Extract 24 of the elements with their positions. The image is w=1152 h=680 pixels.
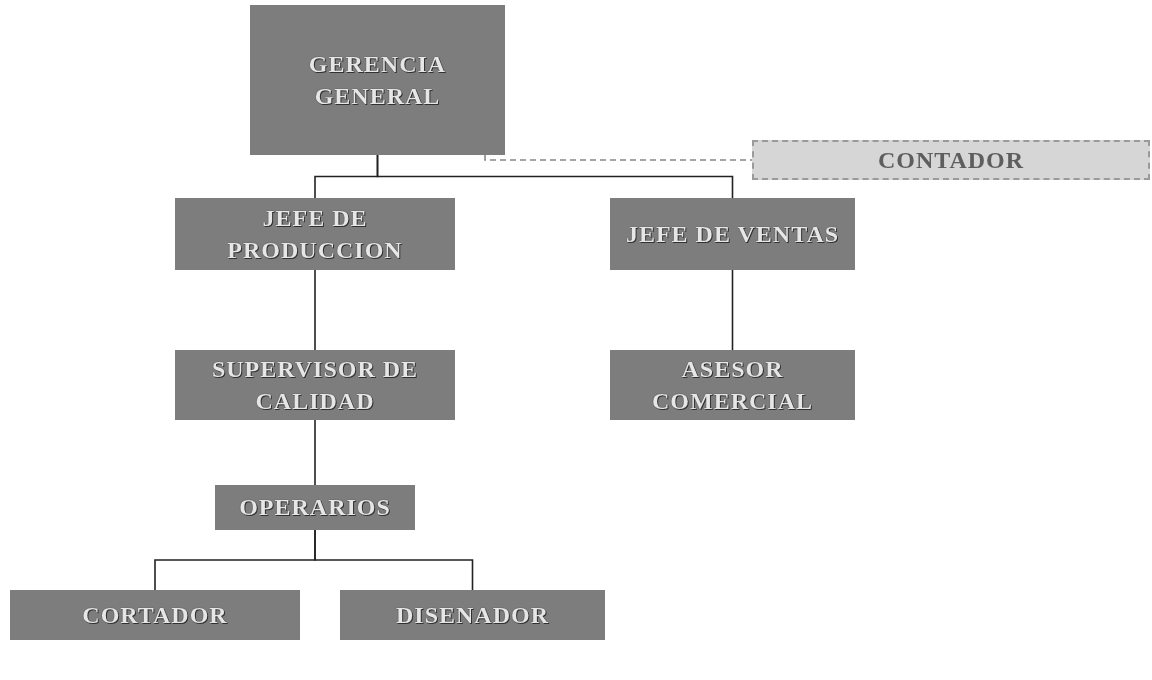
position-title: CORTADOR: [82, 600, 228, 630]
dashed-connector: [484, 154, 753, 161]
position-title: JEFE DE PRODUCCION: [226, 203, 404, 265]
org-box: [610, 350, 855, 420]
position-title: OPERARIOS: [239, 493, 391, 523]
connector-line: [314, 419, 316, 486]
org-box: [250, 5, 505, 155]
org-box: [175, 198, 455, 270]
connector-line: [731, 269, 734, 351]
org-box: [10, 590, 300, 640]
org-box: [340, 590, 605, 640]
position-title: GERENCIA GENERAL: [307, 49, 448, 111]
position-title: CONTADOR: [877, 145, 1025, 175]
position-title: SUPERVISOR DE CALIDAD: [210, 354, 420, 416]
connector-line: [376, 154, 734, 199]
position-title: JEFE DE VENTAS: [625, 219, 840, 249]
org-box: [752, 140, 1150, 180]
org-box: [175, 350, 455, 420]
connector-line: [314, 269, 316, 351]
org-box: [215, 485, 415, 530]
position-title: ASESOR COMERCIAL: [651, 354, 814, 416]
connector-line: [314, 529, 474, 591]
org-box: [610, 198, 855, 270]
position-title: DISENADOR: [396, 600, 549, 630]
